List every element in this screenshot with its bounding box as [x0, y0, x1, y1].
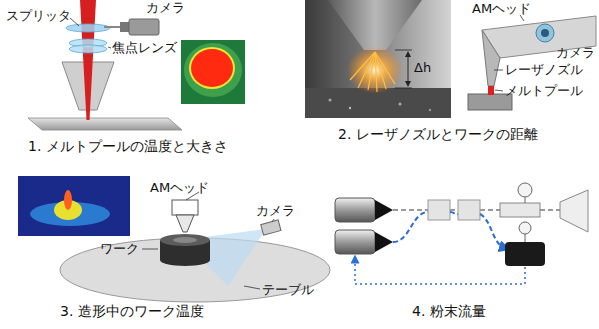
part-label: カメラ	[256, 203, 295, 219]
part-label: カメラ	[146, 0, 185, 16]
part-label: スプリッタ	[6, 8, 71, 24]
part-label: ワーク	[100, 241, 139, 257]
part-label: テーブル	[262, 282, 314, 298]
part-label: メルトプール	[505, 83, 583, 99]
panel-work-temperature	[18, 176, 330, 302]
part-label: レーザノズル	[505, 62, 583, 78]
panel-caption: 3. 造形中のワーク温度	[60, 303, 204, 320]
panel-nozzle-distance	[305, 0, 596, 118]
dimension-label: Δh	[414, 60, 431, 76]
panel-caption: 4. 粉末流量	[412, 303, 486, 320]
part-label: AMヘッド	[150, 180, 209, 196]
part-label: カメラ	[556, 45, 595, 61]
part-label: AMヘッド	[472, 1, 531, 17]
panel-caption: 2. レーザノズルとワークの距離	[338, 126, 538, 143]
part-label: 焦点レンズ	[112, 40, 177, 56]
panel-caption: 1. メルトプールの温度と大きさ	[28, 138, 228, 155]
panel-powder-flow	[335, 183, 588, 284]
